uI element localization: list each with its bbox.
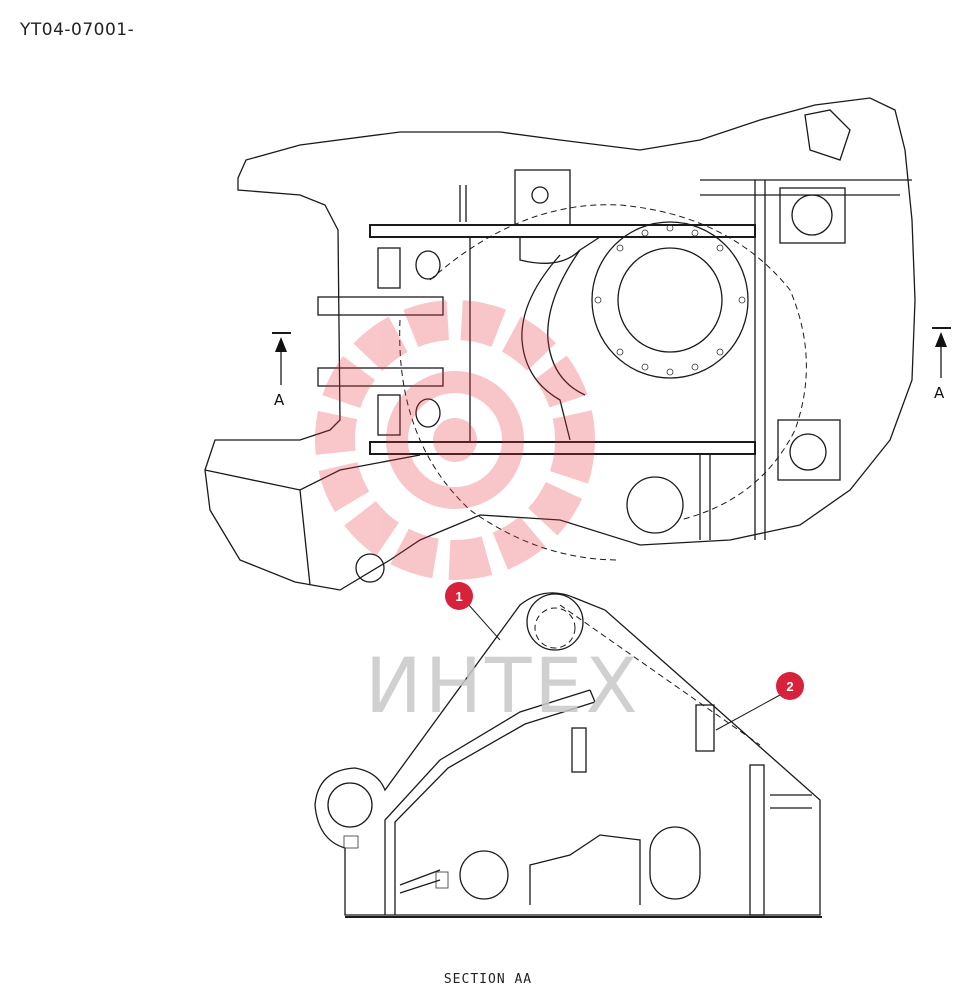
- svg-text:1: 1: [455, 589, 462, 604]
- section-title: SECTION AA: [443, 972, 533, 987]
- svg-text:A: A: [274, 391, 285, 409]
- frame-top-view: [204, 97, 916, 591]
- watermark-text: ИНТЕХ: [365, 641, 641, 730]
- section-marker-right: A: [932, 327, 951, 402]
- svg-text:A: A: [934, 384, 945, 402]
- section-aa-view: [314, 592, 822, 918]
- section-marker-left: A: [272, 332, 291, 409]
- callout-2[interactable]: 2: [715, 672, 804, 731]
- watermark: [315, 300, 595, 580]
- callout-1[interactable]: 1: [445, 582, 501, 641]
- svg-text:2: 2: [786, 679, 793, 694]
- document-code: YT04-07001-: [20, 20, 135, 40]
